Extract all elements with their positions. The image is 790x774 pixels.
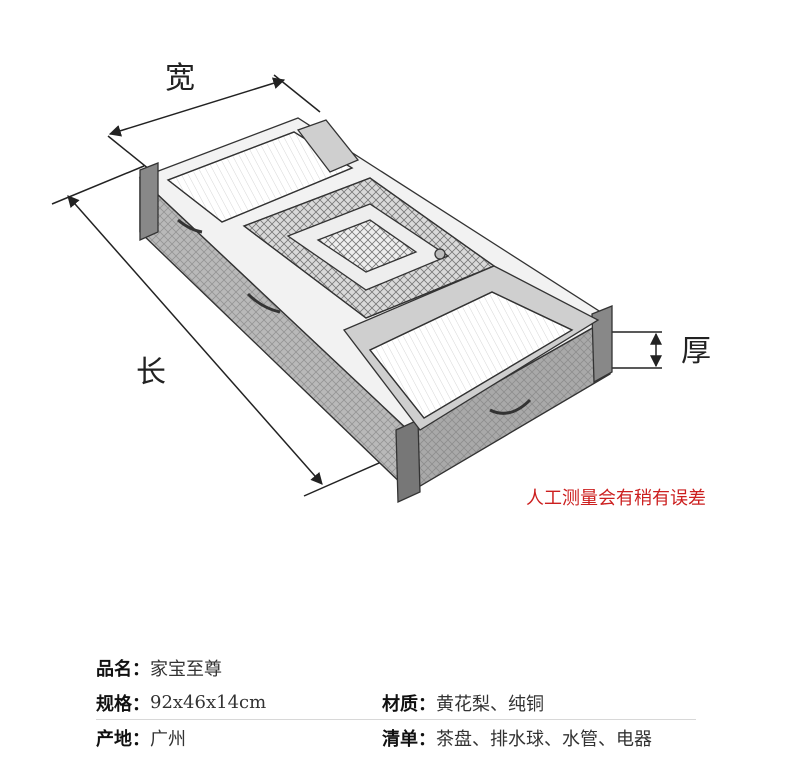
measurement-note: 人工测量会有稍有误差 — [526, 488, 706, 509]
spec-row-origin-list: 产地： 广州 清单： 茶盘、排水球、水管、电器 — [96, 720, 696, 755]
origin-key: 产地： — [96, 728, 150, 750]
width-label: 宽 — [165, 61, 195, 96]
spec-table: 品名： 家宝至尊 规格： 92x46x14cm 材质： 黄花梨、纯铜 产地： 广… — [96, 650, 696, 755]
thickness-label: 厚 — [681, 334, 711, 369]
material-value: 黄花梨、纯铜 — [436, 693, 544, 715]
spec-row-size-material: 规格： 92x46x14cm 材质： 黄花梨、纯铜 — [96, 685, 696, 720]
tea-tray-illustration — [51, 74, 662, 503]
size-value: 92x46x14cm — [150, 692, 267, 713]
length-label: 长 — [136, 355, 166, 390]
origin-value: 广州 — [150, 728, 186, 750]
spec-row-name: 品名： 家宝至尊 — [96, 650, 696, 685]
size-key: 规格： — [96, 693, 150, 715]
name-key: 品名： — [96, 658, 150, 680]
material-key: 材质： — [382, 693, 436, 715]
name-value: 家宝至尊 — [150, 658, 222, 680]
list-key: 清单： — [382, 728, 436, 750]
list-value: 茶盘、排水球、水管、电器 — [436, 728, 652, 750]
tea-tray — [138, 117, 613, 503]
